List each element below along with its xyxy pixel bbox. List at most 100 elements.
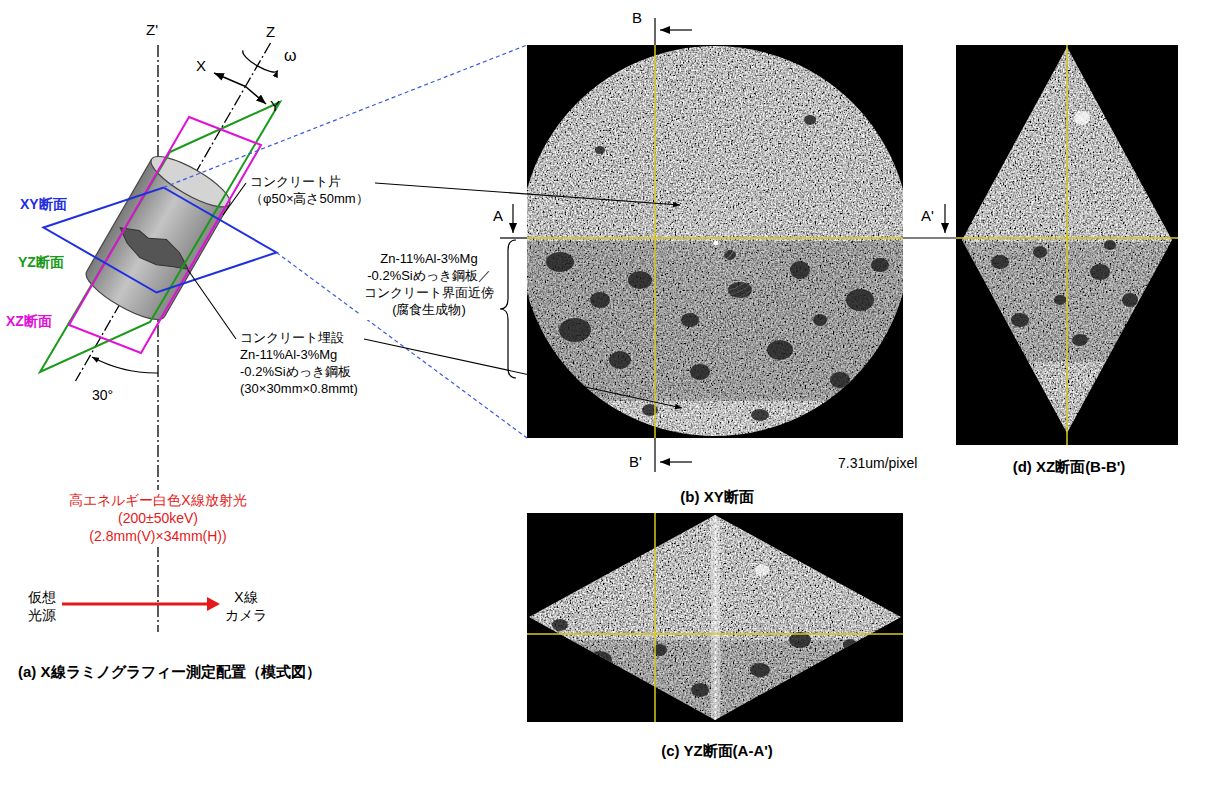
section-line [1066, 45, 1068, 445]
ring-artifact [702, 229, 730, 257]
corrosion-product [991, 240, 1138, 346]
ct-texture [527, 45, 903, 438]
image-panel: (d) XZ断面(B-B') [956, 45, 1182, 477]
dark-void [559, 318, 591, 342]
projection-line [164, 45, 528, 188]
leader-lines [188, 183, 682, 408]
ring-artifact [647, 174, 785, 312]
embedded-plate [112, 216, 196, 281]
cut-mark [654, 438, 655, 472]
ring-artifact [697, 224, 735, 262]
streak-artifact [711, 513, 720, 722]
dark-void [588, 651, 612, 669]
axis-label: B' [629, 452, 642, 472]
ct-slice [527, 45, 903, 438]
concrete-cylinder [80, 148, 236, 328]
annotation-text: 仮想 光源 [27, 588, 57, 624]
ring-artifact [667, 194, 765, 292]
cut-arrow [660, 29, 692, 30]
ring-artifact [652, 179, 780, 307]
section-line [956, 237, 1178, 239]
beam-arrowhead [207, 597, 220, 611]
sample-axes [214, 51, 278, 105]
panel-caption: (b) XY断面 [527, 487, 907, 507]
xy-section-image [500, 18, 962, 472]
cut-mark [654, 18, 655, 45]
leader-line [375, 183, 680, 205]
annotation-text: コンクリート片 （φ50×高さ50mm） [250, 174, 371, 208]
dark-void [1090, 264, 1110, 280]
y-axis-arrow [246, 87, 267, 105]
axis-label: A [493, 206, 503, 226]
x-axis-arrow [214, 73, 246, 87]
angle-arc [92, 357, 158, 373]
xz-section-image [956, 45, 1178, 445]
dark-void [750, 663, 770, 677]
panel-caption: (d) XZ断面(B-B') [956, 457, 1182, 477]
axis-label: ω [284, 46, 297, 67]
cut-mark [500, 237, 527, 238]
dark-void [991, 255, 1009, 269]
axis-label: XY断面 [20, 195, 67, 213]
yz-section-image [527, 513, 903, 722]
ring-artifact [712, 239, 720, 247]
dark-void [552, 619, 568, 631]
ct-slice [956, 45, 1178, 445]
axis-label: X [196, 56, 206, 76]
image-ground [956, 45, 1178, 445]
corrosion-product [546, 115, 889, 421]
dark-void [804, 115, 816, 125]
axis-label: A' [921, 206, 934, 226]
xy-plane [44, 188, 277, 293]
ring-artifact [687, 214, 745, 272]
dark-void [813, 314, 827, 326]
ring-artifact [677, 204, 755, 282]
beam-arrow [62, 603, 210, 606]
dark-void [548, 376, 572, 394]
ring-artifact [647, 174, 785, 312]
cut-arrow [660, 461, 692, 462]
image-panel: (c) YZ断面(A-A') [527, 513, 907, 761]
leader-line [188, 270, 236, 339]
ct-slice [527, 45, 903, 438]
cut-arrow [512, 204, 513, 233]
dark-void [628, 271, 652, 289]
brace [500, 240, 516, 378]
axis-label: YZ断面 [18, 253, 64, 271]
dark-void [1072, 334, 1088, 346]
annotation-text: X線 カメラ [224, 588, 268, 624]
ct-slice [527, 513, 903, 722]
dark-void [681, 313, 699, 327]
dark-void [846, 289, 874, 311]
corrosion-product [552, 619, 857, 706]
axis-label: Z [266, 22, 275, 42]
annotation-text: コンクリート埋設 Zn-11%Al-3%Mg -0.2%Siめっき鋼板 (30×… [240, 330, 360, 398]
plate-zone [527, 398, 903, 438]
axis-label: Z' [146, 20, 158, 40]
section-line [654, 513, 656, 722]
dark-void [1104, 240, 1116, 250]
ring-artifact [657, 184, 775, 302]
section-line [527, 633, 903, 635]
ct-texture [956, 45, 1178, 445]
cut-mark [903, 237, 962, 238]
dark-void [546, 252, 574, 272]
section-line [654, 45, 656, 438]
dark-void [1122, 293, 1138, 307]
ct-texture [527, 513, 903, 722]
cylinder-top [145, 148, 236, 216]
dark-void [1011, 313, 1029, 327]
axis-label: B [632, 8, 642, 28]
axis-label: (a) X線ラミノグラフィー測定配置（模式図） [18, 662, 321, 682]
axis-label: Y [270, 96, 280, 116]
axis-label: XZ断面 [6, 312, 52, 330]
dark-void [871, 258, 889, 272]
ring-artifact [707, 234, 725, 252]
dark-void [690, 364, 710, 380]
section-line [527, 237, 903, 239]
dark-void [609, 351, 631, 369]
ring-artifact [672, 199, 760, 287]
rotation-arrow [243, 51, 278, 72]
ring-center [714, 241, 719, 246]
